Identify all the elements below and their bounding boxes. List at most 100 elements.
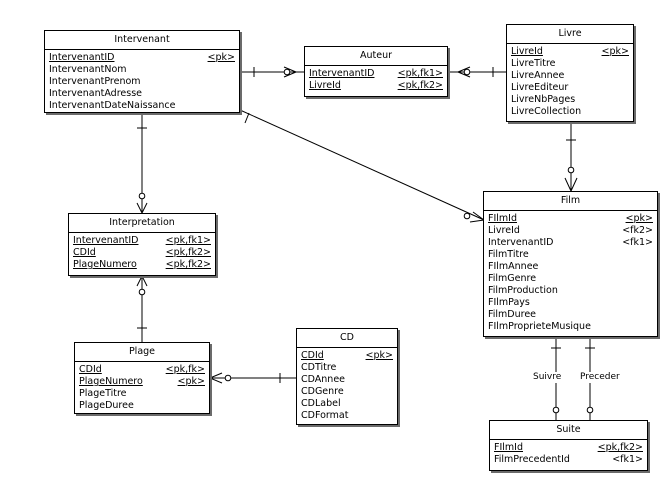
attribute-key: <pk>: [601, 46, 629, 57]
attribute-name: IntervenantAdresse: [49, 88, 143, 99]
attribute-name: LivreTitre: [511, 58, 556, 69]
attribute-name: PlageTitre: [79, 388, 127, 399]
entity-title: Suite: [490, 421, 647, 440]
attribute-row: CDAnnee: [301, 374, 393, 386]
attribute-row: IntervenantID <pk,fk1>: [73, 235, 211, 247]
attribute-name: CDLabel: [301, 398, 341, 409]
attribute-row: CDTitre: [301, 362, 393, 374]
attribute-row: IntervenantPrenom: [49, 76, 235, 88]
attribute-name: LivreId: [511, 46, 543, 57]
attribute-name: LivreAnnee: [511, 70, 565, 81]
attribute-key: <pk>: [365, 350, 393, 361]
attribute-key: <pk,fk2>: [165, 247, 211, 258]
attribute-row: CDId <pk,fk2>: [73, 247, 211, 259]
attribute-row: FIlmPays: [488, 297, 653, 309]
attribute-key: [647, 249, 653, 261]
attribute-key: [387, 374, 393, 386]
attribute-key: <pk,fk1>: [165, 235, 211, 246]
attribute-key: <fk2>: [622, 225, 653, 236]
attribute-key: [229, 88, 235, 100]
attribute-name: LivreId: [488, 225, 520, 236]
attribute-name: IntervenantID: [309, 68, 375, 79]
attribute-row: CDId<pk,fk>: [79, 364, 205, 376]
attribute-key: [647, 285, 653, 297]
attribute-row: FIlmAnnee: [488, 261, 653, 273]
attribute-row: CDLabel: [301, 398, 393, 410]
attribute-row: IntervenantDateNaissance: [49, 100, 235, 112]
entity-title: Film: [484, 192, 657, 211]
attribute-row: PlageNumero<pk>: [79, 376, 205, 388]
attribute-key: [387, 362, 393, 374]
attribute-name: FilmGenre: [488, 273, 537, 284]
attribute-name: FIlmAnnee: [488, 261, 539, 272]
attribute-key: [229, 100, 235, 112]
relationship-label-suivre: Suivre: [532, 372, 563, 383]
attribute-row: LivreEditeur: [511, 82, 629, 94]
attribute-key: [623, 58, 629, 70]
attribute-name: CDAnnee: [301, 374, 346, 385]
attribute-key: [387, 386, 393, 398]
attribute-key: [387, 398, 393, 410]
attribute-key: [647, 273, 653, 285]
rel-intervenant-auteur: [240, 66, 305, 78]
attribute-row: LivreCollection: [511, 106, 629, 118]
attribute-name: IntervenantID: [73, 235, 139, 246]
attribute-key: <pk,fk2>: [165, 259, 211, 270]
attribute-name: IntervenantPrenom: [49, 76, 141, 87]
attribute-row: PlageTitre: [79, 388, 205, 400]
attribute-name: CDId: [301, 350, 324, 361]
attribute-list: FIlmId<pk,fk2>FilmPrecedentId<fk1>: [490, 440, 647, 468]
attribute-name: FIlmId: [488, 213, 517, 224]
attribute-name: FilmProduction: [488, 285, 558, 296]
attribute-row: FIlmId<pk,fk2>: [494, 442, 643, 454]
attribute-key: [199, 388, 205, 400]
entity-title: Livre: [507, 25, 633, 44]
attribute-row: FIlmProprieteMusique: [488, 321, 653, 333]
attribute-list: IntervenantID<pk,fk1>LivreId<pk,fk2>: [305, 66, 447, 94]
attribute-name: CDId: [73, 247, 96, 258]
entity-title: Intervenant: [45, 31, 239, 50]
attribute-name: PlageNumero: [73, 259, 137, 270]
attribute-row: LivreId <pk>: [511, 46, 629, 58]
attribute-row: LivreAnnee: [511, 70, 629, 82]
attribute-name: CDFormat: [301, 410, 349, 421]
attribute-key: [647, 309, 653, 321]
attribute-name: LivreId: [309, 80, 341, 91]
attribute-row: CDGenre: [301, 386, 393, 398]
attribute-row: FilmTitre: [488, 249, 653, 261]
attribute-key: <pk>: [625, 213, 653, 224]
attribute-name: IntervenantNom: [49, 64, 127, 75]
attribute-key: [647, 321, 653, 333]
rel-interpretation-plage: [136, 275, 148, 342]
attribute-key: <fk1>: [612, 454, 643, 465]
attribute-row: FIlmId <pk>: [488, 213, 653, 225]
attribute-name: IntervenantDateNaissance: [49, 100, 176, 111]
attribute-list: IntervenantID <pk,fk1> CDId <pk,fk2> PlageNu…: [69, 233, 215, 273]
attribute-name: FIlmProprieteMusique: [488, 321, 591, 332]
attribute-row: PlageDuree: [79, 400, 205, 412]
attribute-key: [387, 410, 393, 422]
attribute-name: PlageNumero: [79, 376, 143, 387]
attribute-key: [623, 94, 629, 106]
attribute-list: FIlmId <pk> LivreId <fk2>IntervenantID<fk1>…: [484, 211, 657, 335]
rel-intervenant-film: [239, 109, 485, 223]
attribute-row: IntervenantNom: [49, 64, 235, 76]
attribute-key: <pk>: [207, 52, 235, 63]
entity-title: Interpretation: [69, 214, 215, 233]
attribute-name: CDId: [79, 364, 102, 375]
attribute-row: IntervenantID<pk>: [49, 52, 235, 64]
attribute-row: IntervenantID<fk1>: [488, 237, 653, 249]
